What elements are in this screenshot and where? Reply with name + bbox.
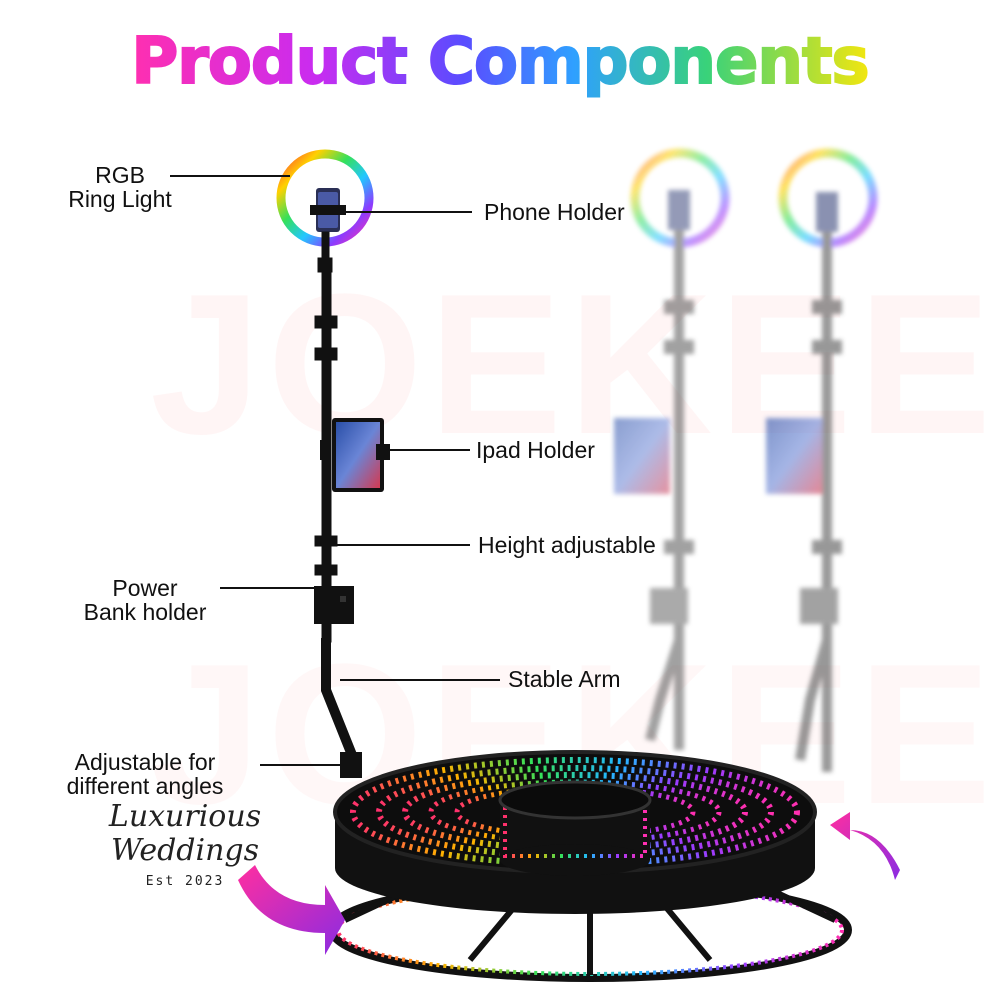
- watermark: JOEKEE: [150, 253, 998, 476]
- label-ipad-holder: Ipad Holder: [476, 437, 595, 463]
- label-rgb-ring-light: RGB Ring Light: [68, 162, 172, 212]
- page-title: Product Components: [130, 24, 870, 100]
- label-adjustable-angles: Adjustable for different angles: [66, 749, 224, 799]
- label-height-adjustable: Height adjustable: [478, 532, 656, 558]
- label-power-bank-holder: Power Bank holder: [83, 575, 207, 625]
- brand-logo: Luxurious Weddings Est 2023: [60, 799, 310, 890]
- phone-holder-art: [310, 188, 346, 232]
- power-bank-holder-art: [314, 586, 354, 624]
- ipad-holder-art: [320, 418, 390, 492]
- brand-est: Est 2023: [145, 874, 225, 889]
- label-stable-arm: Stable Arm: [508, 666, 621, 692]
- stable-arm-art: [321, 638, 357, 770]
- ghost-stand-2: [766, 148, 878, 772]
- rotate-arrow-right-icon: [830, 812, 900, 880]
- leader-lines: [170, 175, 500, 766]
- label-phone-holder: Phone Holder: [484, 199, 625, 225]
- stand-pole: [314, 231, 338, 643]
- ghost-stand-1: [614, 148, 730, 750]
- rotate-arrow-left-icon: [238, 865, 345, 955]
- brand-script: Luxurious Weddings: [108, 799, 262, 868]
- platform-art: [328, 750, 852, 982]
